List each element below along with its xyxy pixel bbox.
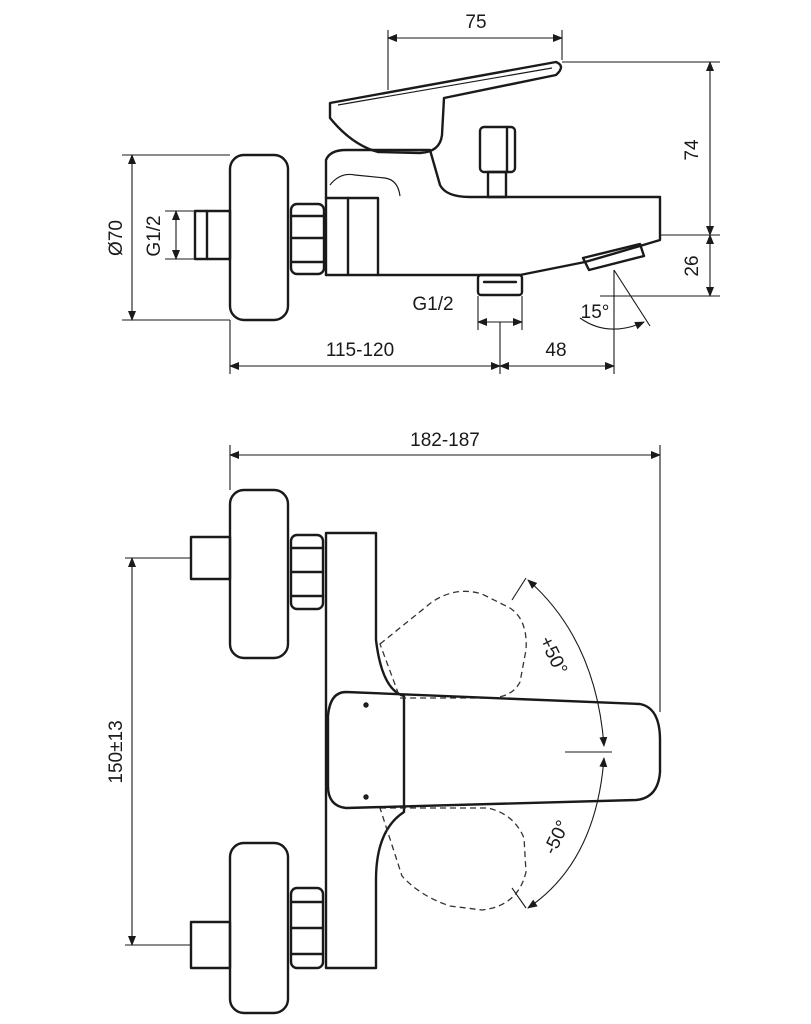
lower-hex-nut	[289, 886, 325, 970]
dim-angle-plus-50: +50°	[535, 633, 571, 678]
spout-outlet	[476, 273, 524, 297]
front-view: 182-187 150±13	[106, 430, 662, 1015]
mixer-body-front	[324, 531, 406, 970]
wall-rosette	[228, 153, 290, 322]
lever-rotated-down	[379, 807, 527, 911]
dim-diameter-70: Ø70	[106, 220, 127, 256]
aerator-tip	[581, 242, 646, 272]
dim-115-120: 115-120	[326, 340, 394, 361]
mixer-body	[324, 148, 662, 277]
dim-74: 74	[682, 139, 703, 161]
upper-rosette	[228, 488, 290, 660]
dim-26: 26	[682, 255, 703, 276]
upper-hex-nut	[289, 533, 325, 611]
side-view: 75 74 26 Ø70 G1/2 G1/2 115-120 48	[106, 12, 720, 374]
diverter-knob	[478, 125, 517, 199]
dim-150-13: 150±13	[106, 720, 127, 783]
lever-handle	[328, 60, 563, 155]
lever-rotated-up	[379, 590, 527, 699]
lower-rosette	[228, 841, 290, 1015]
hex-nut	[289, 202, 326, 276]
dim-inlet-thread: G1/2	[144, 215, 165, 256]
upper-inlet	[189, 535, 232, 581]
inlet-connector	[193, 209, 232, 261]
dim-outlet-thread: G1/2	[412, 294, 453, 315]
dim-75: 75	[465, 12, 486, 33]
lower-inlet	[189, 920, 232, 970]
dim-182-187: 182-187	[410, 430, 480, 451]
lever-handle-front	[326, 690, 662, 810]
dim-angle-minus-50: -50°	[540, 817, 574, 858]
dim-angle-15: 15°	[581, 302, 610, 323]
dim-48: 48	[545, 340, 566, 361]
